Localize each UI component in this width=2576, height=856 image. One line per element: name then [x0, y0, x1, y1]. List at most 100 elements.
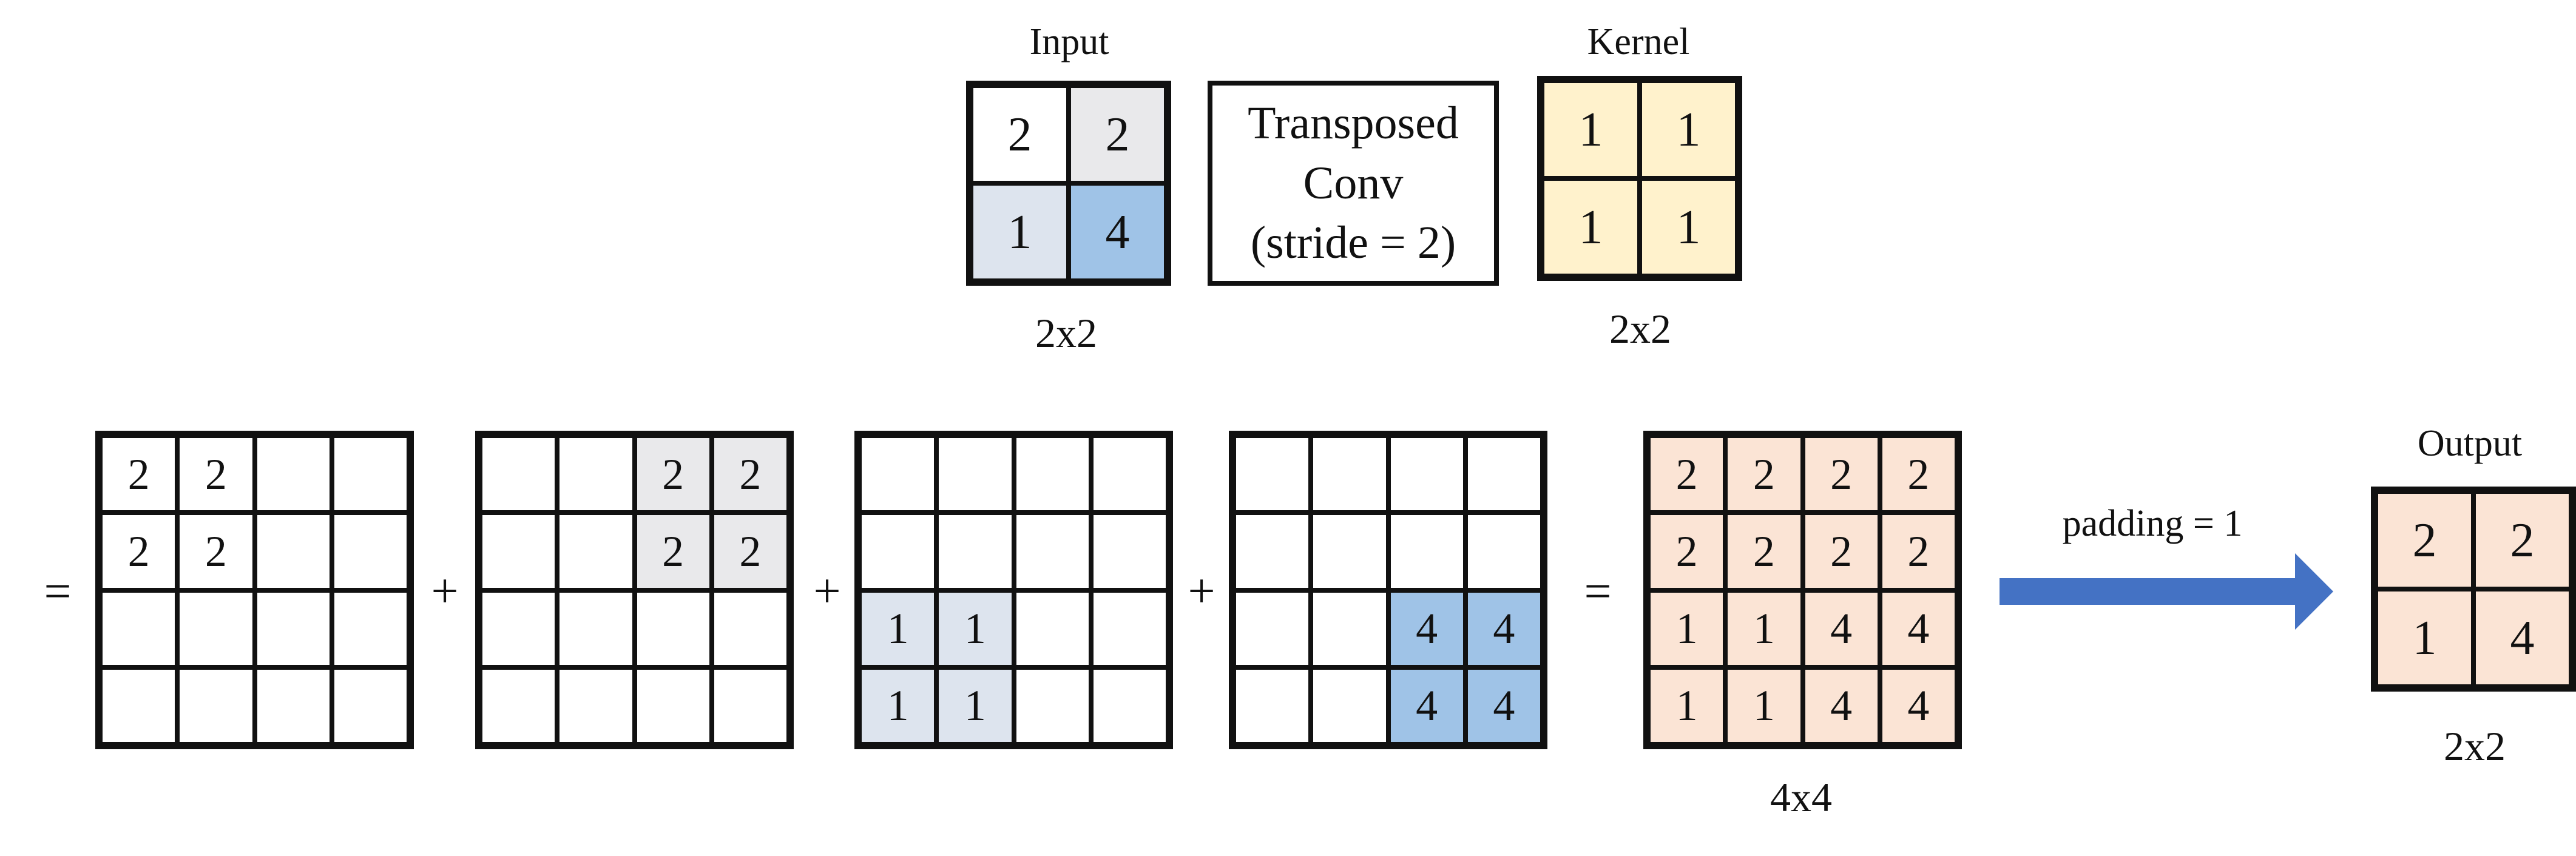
matrix-cell: [557, 436, 635, 513]
matrix-cell: [1090, 667, 1168, 744]
matrix-cell: [936, 513, 1014, 590]
matrix-cell: 1: [1542, 178, 1640, 276]
matrix-cell: 2: [634, 436, 712, 513]
matrix-cell: 2: [634, 513, 712, 590]
matrix-cell: 1: [859, 667, 937, 744]
matrix-cell: 1: [1725, 667, 1803, 744]
matrix-cell: [1311, 590, 1388, 667]
matrix-cell: [100, 590, 178, 667]
equals-sign-2: =: [1584, 565, 1612, 618]
plus-sign-1: +: [431, 565, 459, 618]
matrix-cell: 4: [1388, 590, 1465, 667]
matrix-cell: 2: [711, 436, 789, 513]
output-title: Output: [2417, 423, 2523, 464]
matrix-cell: [936, 436, 1014, 513]
matrix-cell: [480, 667, 558, 744]
matrix-cell: 1: [1648, 667, 1726, 744]
matrix-cell: 4: [1069, 183, 1166, 281]
matrix-cell: 4: [1388, 667, 1465, 744]
matrix-cell: [1388, 513, 1465, 590]
matrix-cell: [480, 436, 558, 513]
matrix-cell: [1013, 513, 1091, 590]
matrix-cell: [557, 590, 635, 667]
matrix-cell: 4: [1879, 667, 1957, 744]
matrix-cell: [331, 590, 409, 667]
operation-line-2: Conv: [1303, 157, 1404, 209]
matrix-cell: 4: [1802, 590, 1880, 667]
matrix-cell: [711, 667, 789, 744]
matrix-cell: 2: [2473, 491, 2571, 589]
matrix-cell: 2: [177, 513, 255, 590]
matrix-cell: 2: [1725, 513, 1803, 590]
matrix-cell: [1090, 590, 1168, 667]
matrix-cell: 4: [1802, 667, 1880, 744]
matrix-cell: 1: [1640, 178, 1737, 276]
matrix-cell: 2: [1802, 436, 1880, 513]
matrix-cell: [331, 667, 409, 744]
matrix-cell: 1: [1725, 590, 1803, 667]
matrix-cell: [254, 513, 332, 590]
matrix-cell: [254, 436, 332, 513]
transposed-conv-box: Transposed Conv (stride = 2): [1208, 81, 1499, 286]
matrix-cell: [100, 667, 178, 744]
matrix-cell: 1: [1640, 81, 1737, 178]
matrix-cell: 2: [1069, 86, 1166, 183]
matrix-cell: 2: [1648, 513, 1726, 590]
arrow-right-icon: [2000, 553, 2333, 630]
matrix-cell: [557, 513, 635, 590]
matrix-cell: [1090, 436, 1168, 513]
operation-line-1: Transposed: [1248, 97, 1459, 149]
matrix-cell: 2: [1879, 513, 1957, 590]
matrix-cell: [1465, 436, 1543, 513]
matrix-cell: 1: [859, 590, 937, 667]
input-title: Input: [1029, 21, 1109, 62]
matrix-cell: [480, 590, 558, 667]
matrix-cell: 4: [2473, 589, 2571, 687]
plus-sign-2: +: [813, 565, 841, 618]
plus-sign-3: +: [1188, 565, 1215, 618]
matrix-cell: [1234, 667, 1311, 744]
matrix-cell: 2: [100, 436, 178, 513]
matrix-cell: [331, 436, 409, 513]
matrix-cell: [1311, 667, 1388, 744]
matrix-cell: 1: [936, 667, 1014, 744]
kernel-title: Kernel: [1587, 21, 1690, 62]
matrix-cell: 2: [1802, 513, 1880, 590]
matrix-cell: [557, 667, 635, 744]
matrix-cell: [1234, 590, 1311, 667]
matrix-cell: 2: [177, 436, 255, 513]
matrix-cell: [1234, 513, 1311, 590]
matrix-cell: [1388, 436, 1465, 513]
operation-line-3: (stride = 2): [1250, 217, 1456, 269]
matrix-cell: 2: [100, 513, 178, 590]
matrix-cell: [1311, 436, 1388, 513]
matrix-cell: 1: [936, 590, 1014, 667]
kernel-size-label: 2x2: [1609, 306, 1671, 352]
matrix-cell: [711, 590, 789, 667]
matrix-cell: [859, 436, 937, 513]
matrix-cell: 2: [1648, 436, 1726, 513]
matrix-cell: 1: [971, 183, 1069, 281]
matrix-cell: 4: [1879, 590, 1957, 667]
matrix-cell: 2: [2376, 491, 2473, 589]
matrix-cell: [1013, 590, 1091, 667]
matrix-cell: [254, 667, 332, 744]
matrix-cell: 4: [1465, 667, 1543, 744]
matrix-cell: 4: [1465, 590, 1543, 667]
matrix-cell: [1013, 667, 1091, 744]
matrix-cell: 1: [1648, 590, 1726, 667]
matrix-cell: [1234, 436, 1311, 513]
padding-label: padding = 1: [2062, 503, 2243, 544]
matrix-cell: 2: [1725, 436, 1803, 513]
sum-size-label: 4x4: [1770, 774, 1832, 820]
matrix-cell: [634, 590, 712, 667]
matrix-cell: 2: [971, 86, 1069, 183]
